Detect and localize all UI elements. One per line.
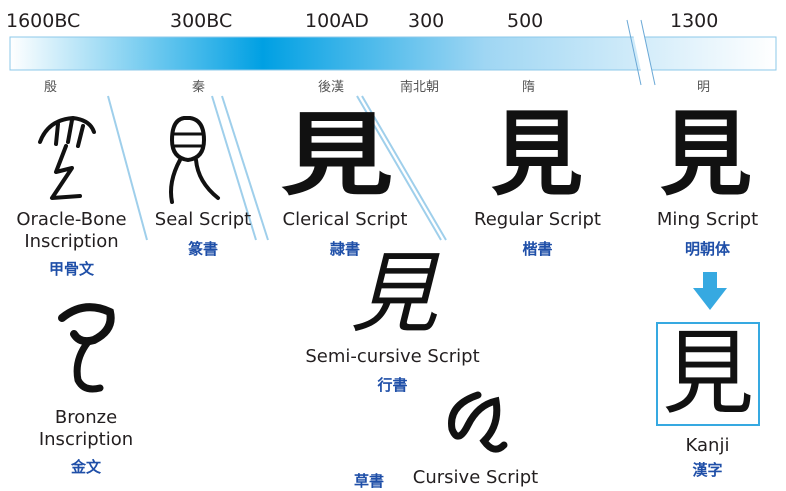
seal-script-name: Seal Script xyxy=(154,209,252,230)
bronze-inscription-name-line2: Inscription xyxy=(38,429,134,450)
semi-cursive-glyph: 見 xyxy=(350,242,439,345)
oracle-bone-name-line1: Oracle-Bone xyxy=(16,209,127,230)
era-ming: 明 xyxy=(697,80,711,95)
ming-script-name: Ming Script xyxy=(656,209,759,230)
regular-script-jp-name: 楷書 xyxy=(522,240,553,258)
oracle-bone-name-line2: Inscription xyxy=(24,231,119,252)
ming-script-glyph: 見 xyxy=(659,100,752,208)
cursive-script-name: Cursive Script xyxy=(412,467,539,488)
era-yin: 殷 xyxy=(44,80,58,95)
cursive-script-jp-name: 草書 xyxy=(353,472,384,490)
year-500: 500 xyxy=(507,10,544,32)
down-arrow-icon xyxy=(693,272,727,310)
bronze-inscription-glyph xyxy=(58,303,115,393)
era-sui: 隋 xyxy=(522,80,536,95)
kanji-name: Kanji xyxy=(685,435,730,456)
clerical-script-jp-name: 隷書 xyxy=(329,240,360,258)
year-300: 300 xyxy=(408,10,445,32)
kanji-glyph: 見 xyxy=(661,320,754,427)
year-100ad: 100AD xyxy=(305,10,369,32)
divider-line xyxy=(361,95,447,241)
year-1600bc: 1600BC xyxy=(6,10,81,32)
clerical-script-glyph: 見 xyxy=(280,102,394,208)
kanji-jp-name: 漢字 xyxy=(692,461,723,479)
oracle-bone-glyph xyxy=(38,115,96,200)
bronze-inscription-name-line1: Bronze xyxy=(54,407,118,428)
divider-line xyxy=(221,95,269,241)
seal-script-jp-name: 篆書 xyxy=(187,240,218,258)
seal-script-glyph xyxy=(169,116,220,204)
year-300bc: 300BC xyxy=(170,10,233,32)
divider-line xyxy=(107,95,148,241)
ming-script-jp-name: 明朝体 xyxy=(684,240,730,258)
divider-line xyxy=(356,95,442,241)
year-1300: 1300 xyxy=(670,10,719,32)
regular-script-glyph: 見 xyxy=(490,100,583,208)
timeline-bar xyxy=(9,19,777,86)
kanji-box xyxy=(656,322,760,426)
clerical-script-name: Clerical Script xyxy=(282,209,408,230)
era-qin: 秦 xyxy=(192,80,206,95)
cursive-script-glyph xyxy=(448,391,508,453)
oracle-bone-jp-name: 甲骨文 xyxy=(48,260,94,278)
bronze-inscription-jp-name: 金文 xyxy=(70,458,101,476)
regular-script-name: Regular Script xyxy=(474,209,601,230)
divider-line xyxy=(211,95,257,241)
era-later-han: 後漢 xyxy=(318,80,345,95)
semi-cursive-name: Semi-cursive Script xyxy=(305,346,480,367)
era-northern-southern: 南北朝 xyxy=(400,80,440,95)
semi-cursive-jp-name: 行書 xyxy=(377,376,408,394)
